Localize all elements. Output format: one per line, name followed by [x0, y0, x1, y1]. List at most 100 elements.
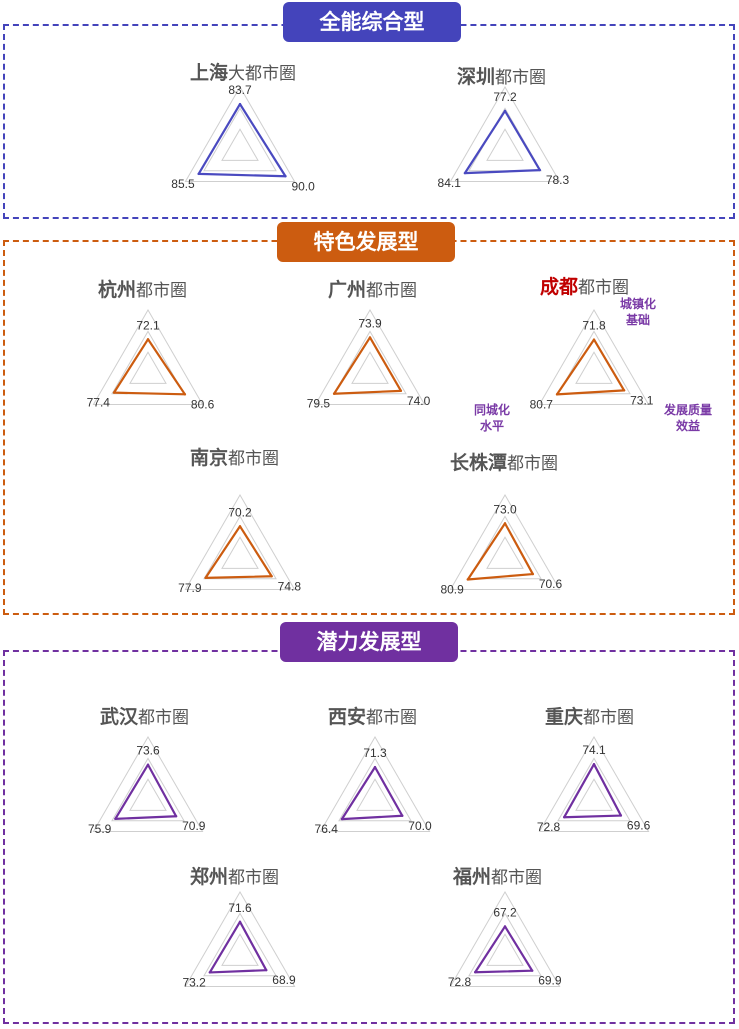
radar-value-label: 73.2	[182, 975, 206, 989]
radar-value-label: 72.8	[537, 820, 561, 834]
radar-value-label: 68.9	[272, 973, 296, 987]
city-name: 重庆	[545, 706, 584, 728]
radar-value-label: 71.8	[582, 319, 606, 333]
radar-chart: 73.974.079.5	[307, 309, 431, 411]
radar-grid-ring	[203, 107, 277, 172]
radar-point	[466, 578, 470, 581]
radar-grid-ring	[314, 309, 426, 405]
radar-point	[146, 338, 150, 341]
city-name: 南京	[190, 447, 229, 469]
radar-chart: 73.670.975.9	[88, 736, 206, 836]
radar-grid-ring	[351, 351, 389, 384]
radar-value-label: 70.2	[228, 505, 252, 519]
city-title: 杭州都市圈	[98, 275, 187, 302]
radar-point	[530, 969, 534, 972]
city-title: 重庆都市圈	[545, 702, 634, 729]
axis-note-urbanization: 城镇化 基础	[619, 297, 656, 327]
radar-point	[238, 102, 242, 106]
radar-chart: 67.269.972.8	[448, 891, 562, 989]
radar-grid-ring	[184, 86, 296, 182]
city-title: 深圳都市圈	[457, 62, 546, 89]
city-title: 郑州都市圈	[190, 862, 279, 889]
radar-point	[174, 815, 178, 818]
city-suffix: 都市圈	[366, 281, 418, 301]
radar-point	[562, 816, 566, 819]
radar-series-polygon	[474, 925, 534, 974]
radar-grid-ring	[221, 128, 259, 161]
radar-grid-ring	[468, 515, 542, 580]
radar-chart: 71.370.076.4	[315, 736, 432, 836]
radar-point	[503, 109, 507, 113]
radar-point	[538, 168, 542, 172]
radar-grid-ring	[111, 757, 185, 822]
radar-series-polygon	[208, 920, 268, 974]
group-title-comprehensive: 全能综合型	[283, 2, 461, 42]
radar-value-label: 85.5	[171, 177, 195, 191]
city-title: 成都都市圈	[540, 272, 629, 299]
radar-grid-ring	[184, 891, 296, 987]
radar-value-label: 69.6	[627, 819, 651, 833]
radar-grid-ring	[221, 933, 259, 966]
city-name: 广州	[328, 279, 367, 301]
city-title: 西安都市圈	[328, 702, 417, 729]
radar-grid-ring	[92, 736, 204, 832]
radar-point	[463, 171, 467, 175]
radar-grid-ring	[575, 778, 613, 811]
radar-grid-ring	[449, 494, 561, 590]
radar-point	[503, 522, 507, 525]
radar-value-label: 83.7	[228, 83, 252, 97]
radar-grid-ring	[129, 778, 167, 811]
city-title: 上海大都市圈	[190, 58, 296, 85]
radar-series-polygon	[340, 766, 404, 821]
city-suffix: 大都市圈	[228, 64, 297, 84]
city-title: 长株潭都市圈	[450, 448, 558, 475]
radar-series-polygon	[197, 103, 287, 178]
radar-point	[555, 393, 559, 396]
city-name: 深圳	[457, 66, 496, 88]
city-suffix: 都市圈	[228, 868, 280, 888]
radar-value-label: 77.2	[493, 90, 517, 104]
city-title: 福州都市圈	[453, 862, 542, 889]
radar-chart: 70.274.877.9	[178, 494, 302, 595]
radar-value-label: 79.5	[307, 397, 331, 411]
city-suffix: 都市圈	[495, 68, 547, 88]
radar-series-polygon	[466, 522, 534, 581]
radar-point	[373, 765, 377, 769]
radar-value-label: 84.1	[438, 176, 462, 190]
city-suffix: 都市圈	[507, 454, 559, 474]
city-suffix: 都市圈	[136, 281, 188, 301]
radar-grid-ring	[203, 515, 277, 580]
radar-point	[592, 338, 596, 341]
city-suffix: 都市圈	[583, 708, 635, 728]
group-box-comprehensive	[3, 24, 735, 219]
radar-point	[619, 814, 623, 817]
city-name: 福州	[453, 866, 492, 888]
city-title: 广州都市圈	[328, 275, 417, 302]
city-name: 西安	[328, 706, 367, 728]
radar-value-label: 71.3	[363, 746, 387, 760]
radar-chart: 71.8 73.1 80.7	[530, 309, 654, 411]
radar-value-label: 90.0	[291, 179, 315, 193]
radar-grid-ring	[468, 912, 542, 977]
radar-grid-ring	[203, 912, 277, 977]
radar-grid-ring	[486, 536, 524, 569]
radar-grid-ring	[538, 309, 650, 405]
radar-grid-ring	[184, 494, 296, 590]
radar-chart: 73.070.680.9	[440, 494, 563, 596]
radar-point	[401, 814, 404, 817]
radar-point	[238, 525, 242, 528]
radar-grid-ring	[468, 107, 542, 172]
radar-value-label: 73.6	[136, 744, 160, 758]
axis-note-quality: 发展质量 效益	[663, 403, 712, 433]
radar-point	[183, 393, 187, 396]
radar-chart: 77.278.384.1	[438, 86, 570, 190]
axis-note-integration: 同城化 水平	[473, 403, 510, 433]
radar-value-label: 72.1	[136, 318, 160, 332]
radar-series-polygon	[112, 338, 187, 396]
radar-series-polygon	[204, 525, 273, 579]
radar-grid-ring	[449, 86, 561, 182]
radar-value-label: 80.7	[530, 397, 554, 411]
radar-value-label: 74.8	[278, 579, 302, 593]
radar-point	[531, 572, 535, 576]
radar-value-label: 73.1	[630, 393, 654, 407]
